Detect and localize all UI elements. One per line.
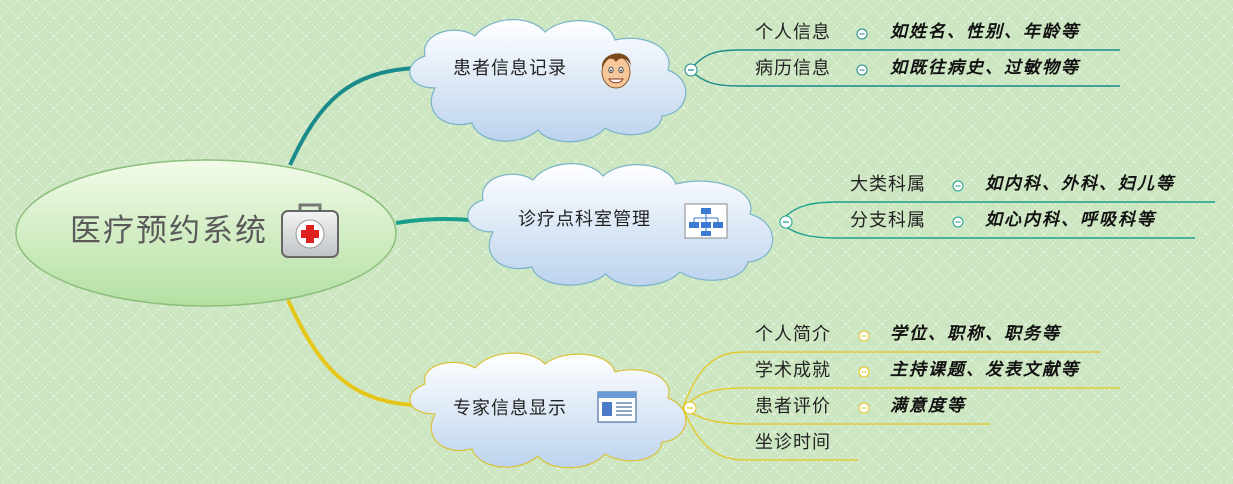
branch-3-title: 专家信息显示 xyxy=(453,398,567,419)
branch-3-child-4-label[interactable]: 坐诊时间 xyxy=(755,432,831,453)
note-toggle-b3-c3[interactable] xyxy=(858,402,870,414)
collapse-toggle-branch-3[interactable] xyxy=(683,401,697,415)
branch-2-child-1-note: 如内科、外科、妇儿等 xyxy=(985,174,1175,194)
root-node-shape[interactable] xyxy=(15,159,397,307)
branch-3-child-2-label[interactable]: 学术成就 xyxy=(755,360,831,381)
collapse-toggle-branch-1[interactable] xyxy=(684,63,698,77)
branch-3-cloud[interactable] xyxy=(409,352,687,469)
branch-3-child-1-note: 学位、职称、职务等 xyxy=(890,324,1061,344)
branch-2-child-2-note: 如心内科、呼吸科等 xyxy=(985,210,1156,230)
branch-2-title: 诊疗点科室管理 xyxy=(518,209,651,230)
root-node-title: 医疗预约系统 xyxy=(70,213,268,249)
branch-2-cloud[interactable] xyxy=(467,163,774,287)
branch-2-child-1-label[interactable]: 大类科属 xyxy=(850,174,926,195)
note-toggle-b3-c1[interactable] xyxy=(858,330,870,342)
branch-1-title: 患者信息记录 xyxy=(453,58,567,79)
note-toggle-b1-c2[interactable] xyxy=(856,64,868,76)
profile-card-icon xyxy=(597,391,637,423)
connector-root-branch-2 xyxy=(395,217,471,225)
connector-root-branch-3 xyxy=(286,299,413,407)
branch-3-child-1-label[interactable]: 个人简介 xyxy=(755,324,831,345)
first-aid-kit-icon xyxy=(281,203,339,258)
branch-3-child-3-label[interactable]: 患者评价 xyxy=(755,396,831,417)
branch-1-child-1-note: 如姓名、性别、年龄等 xyxy=(890,22,1080,42)
note-toggle-b1-c1[interactable] xyxy=(856,28,868,40)
note-toggle-b2-c2[interactable] xyxy=(952,216,964,228)
note-toggle-b3-c2[interactable] xyxy=(858,366,870,378)
branch-1-cloud[interactable] xyxy=(409,19,687,143)
org-chart-icon xyxy=(684,203,728,239)
branch-1-child-2-note: 如既往病史、过敏物等 xyxy=(890,58,1080,78)
connector-root-branch-1 xyxy=(288,66,416,166)
branch-3-child-2-note: 主持课题、发表文献等 xyxy=(890,360,1080,380)
branch-2-child-2-label[interactable]: 分支科属 xyxy=(850,210,926,231)
connector-branch-3-child-1 xyxy=(682,351,1100,409)
branch-1-child-2-label[interactable]: 病历信息 xyxy=(755,58,831,79)
note-toggle-b2-c1[interactable] xyxy=(952,180,964,192)
smiling-face-icon xyxy=(601,53,631,89)
branch-1-child-1-label[interactable]: 个人信息 xyxy=(755,22,831,43)
branch-3-child-3-note: 满意度等 xyxy=(890,396,966,416)
collapse-toggle-branch-2[interactable] xyxy=(779,215,793,229)
connector-branch-3-child-4 xyxy=(682,407,858,461)
